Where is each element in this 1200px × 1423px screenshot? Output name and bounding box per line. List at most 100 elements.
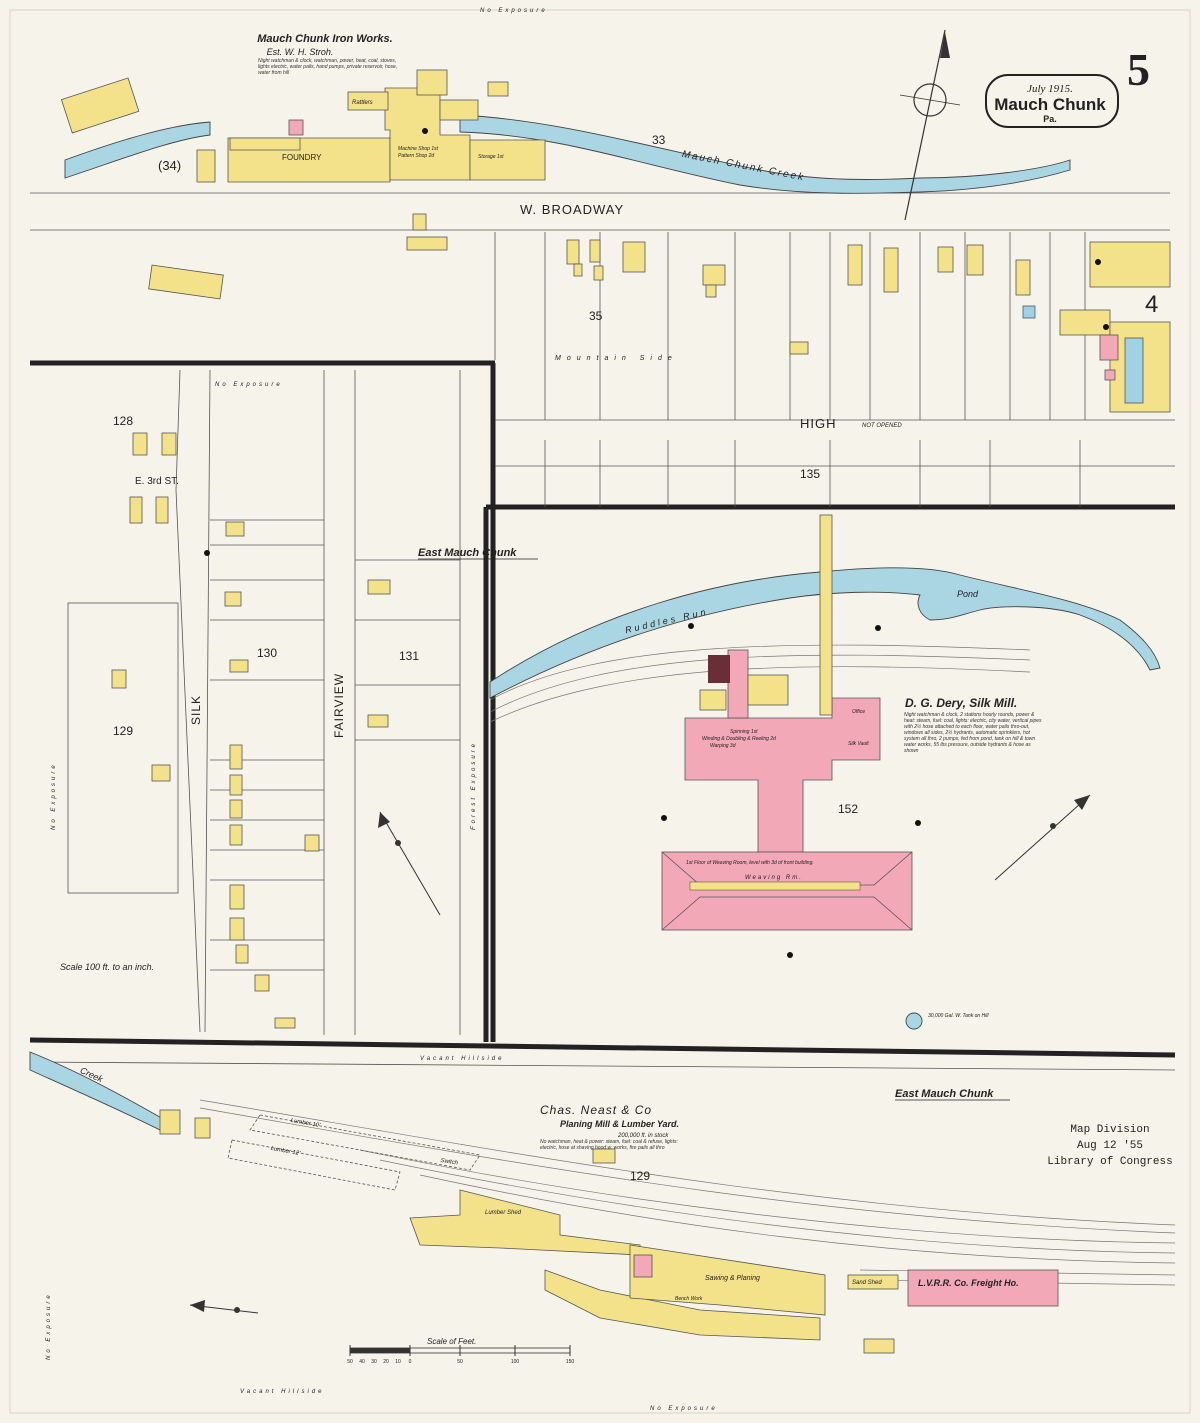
tank-label: 30,000 Gal. W. Tank on Hill bbox=[928, 1013, 989, 1019]
sheet-number: 5 bbox=[1127, 44, 1150, 95]
lumber-shed-label: Lumber Shed bbox=[485, 1210, 522, 1216]
no-exposure-label: No Exposure bbox=[650, 1406, 718, 1412]
switch-label: Switch bbox=[440, 1158, 459, 1167]
scale-note: Scale 100 ft. to an inch. bbox=[60, 962, 154, 972]
silk-street-label: SILK bbox=[189, 695, 203, 725]
hydrants bbox=[204, 128, 1109, 958]
rattlers-label: Rattlers bbox=[352, 100, 373, 106]
town-cartouche bbox=[985, 74, 1119, 128]
foundry-label: FOUNDRY bbox=[282, 153, 322, 162]
no-exposure-label: No Exposure bbox=[46, 1292, 52, 1360]
sheet-border bbox=[9, 9, 1191, 1414]
mountain-side-label: Mountain Side bbox=[555, 355, 678, 362]
fairview-street-label: FAIRVIEW bbox=[332, 673, 346, 738]
no-exposure-label: No Exposure bbox=[480, 8, 548, 14]
library-stamp: Map Division Aug 12 '55 Library of Congr… bbox=[1047, 1124, 1172, 1168]
scale-tick-label: 150 bbox=[566, 1359, 575, 1365]
block-129-label: 129 bbox=[113, 724, 133, 738]
iron-works-note: Night watchman & clock, watchman, power,… bbox=[258, 58, 397, 76]
sand-shed-label: Sand Shed bbox=[852, 1280, 882, 1286]
tank-circle bbox=[905, 1012, 923, 1030]
stamp-line: Library of Congress bbox=[1047, 1156, 1172, 1168]
forest-exposure-label: Forest Exposure bbox=[471, 741, 477, 830]
sawing-label: Sawing & Planing bbox=[705, 1275, 760, 1282]
ruddles-run-and-pond bbox=[489, 567, 1161, 699]
block-152-label: 152 bbox=[838, 802, 858, 816]
west-blocks-dwellings bbox=[111, 432, 391, 1029]
direction-arrow-icon bbox=[994, 794, 1091, 881]
lumber-label: Lumber 12' bbox=[270, 1146, 301, 1157]
silk-mill-title: D. G. Dery, Silk Mill. bbox=[905, 696, 1017, 710]
high-not-opened: NOT OPENED bbox=[862, 423, 902, 429]
lot-outline-129 bbox=[67, 602, 179, 894]
street-lines bbox=[29, 192, 1176, 1071]
neast-note: No watchman, heat & power: steam, fuel: … bbox=[540, 1139, 678, 1151]
east-mauch-chunk-label: East Mauch Chunk bbox=[418, 547, 517, 559]
creek bbox=[29, 1051, 166, 1131]
iron-works-est: Est. W. H. Stroh. bbox=[267, 47, 334, 57]
silk-mill-buildings bbox=[661, 514, 913, 931]
stamp-line: Aug 12 '55 bbox=[1077, 1140, 1143, 1152]
stamp-line: Map Division bbox=[1070, 1124, 1149, 1136]
town-name: Mauch Chunk bbox=[994, 95, 1106, 114]
scale-tick-label: 50 bbox=[457, 1359, 463, 1365]
block-35-label: 35 bbox=[589, 309, 603, 323]
block-129b-label: 129 bbox=[630, 1169, 650, 1183]
iron-works-buildings bbox=[60, 69, 546, 251]
scale-bar bbox=[349, 1345, 571, 1356]
winding-label: Winding & Doubling & Reeling 2d bbox=[702, 736, 776, 742]
vacant-hillside-label: Vacant Hillside bbox=[420, 1056, 504, 1062]
iron-works-title: Mauch Chunk Iron Works. bbox=[257, 33, 392, 45]
railroad-tracks bbox=[199, 644, 1176, 1286]
no-exposure-label: No Exposure bbox=[215, 382, 283, 388]
scale-tick-label: 30 bbox=[371, 1359, 377, 1365]
silk-vault-label: Silk Vault bbox=[848, 741, 869, 747]
planing-mill-buildings bbox=[159, 1109, 1059, 1354]
block-135-label: 135 bbox=[800, 467, 820, 481]
warping-label: Warping 3d bbox=[710, 743, 736, 749]
block-35-dwellings bbox=[148, 239, 1171, 413]
scale-tick-label: 40 bbox=[359, 1359, 365, 1365]
vacant-hillside-label: Vacant Hillside bbox=[240, 1389, 324, 1395]
bench-work-label: Bench Work bbox=[675, 1296, 703, 1302]
silk-mill-note: Night watchman & clock, 2 stations hourl… bbox=[904, 712, 1042, 754]
scale-tick-label: 100 bbox=[511, 1359, 520, 1365]
block-131-label: 131 bbox=[399, 649, 419, 663]
direction-arrow-icon bbox=[189, 1300, 259, 1314]
scale-tick-label: 50 bbox=[347, 1359, 353, 1365]
neast-stock: 200,000 ft. in stock bbox=[617, 1133, 669, 1139]
high-street-label: HIGH bbox=[800, 416, 837, 431]
neast-subtitle: Planing Mill & Lumber Yard. bbox=[560, 1119, 679, 1129]
east-mauch-chunk-label: East Mauch Chunk bbox=[895, 1088, 994, 1100]
pond-label: Pond bbox=[957, 589, 979, 599]
neast-title: Chas. Neast & Co bbox=[540, 1103, 652, 1117]
lumber-label: Lumber 10' bbox=[290, 1118, 321, 1129]
adjoining-sheet-4: 4 bbox=[1145, 291, 1158, 318]
block-boundary-line bbox=[29, 1037, 1176, 1058]
scale-tick-label: 0 bbox=[409, 1359, 412, 1365]
block-33-label: 33 bbox=[652, 133, 666, 147]
block-34-label: (34) bbox=[158, 158, 181, 173]
weaving-note: 1st Floor of Weaving Room, level with 3d… bbox=[686, 860, 814, 866]
state-name: Pa. bbox=[1043, 114, 1057, 124]
freight-house-label: L.V.R.R. Co. Freight Ho. bbox=[918, 1278, 1019, 1288]
e3rd-street-label: E. 3rd ST. bbox=[135, 476, 179, 487]
weaving-room-label: Weaving Rm. bbox=[745, 875, 803, 881]
no-exposure-label: No Exposure bbox=[51, 762, 57, 830]
mauch-chunk-creek bbox=[64, 114, 1071, 194]
direction-arrow-icon bbox=[378, 811, 441, 916]
block-128-label: 128 bbox=[113, 414, 133, 428]
scale-title: Scale of Feet. bbox=[427, 1337, 476, 1346]
pattern-shop-label: Pattern Shop 2d bbox=[398, 153, 434, 159]
scale-tick-label: 10 bbox=[395, 1359, 401, 1365]
w-broadway-label: W. BROADWAY bbox=[520, 202, 624, 217]
block-130-label: 130 bbox=[257, 646, 277, 660]
north-arrow-icon bbox=[899, 29, 961, 221]
machine-shop-label: Machine Shop 1st bbox=[398, 146, 439, 152]
office-label: Office bbox=[852, 709, 865, 715]
storage-label: Storage 1st bbox=[478, 154, 504, 160]
scale-tick-label: 20 bbox=[383, 1359, 389, 1365]
map-date: July 1915. bbox=[1027, 83, 1073, 95]
